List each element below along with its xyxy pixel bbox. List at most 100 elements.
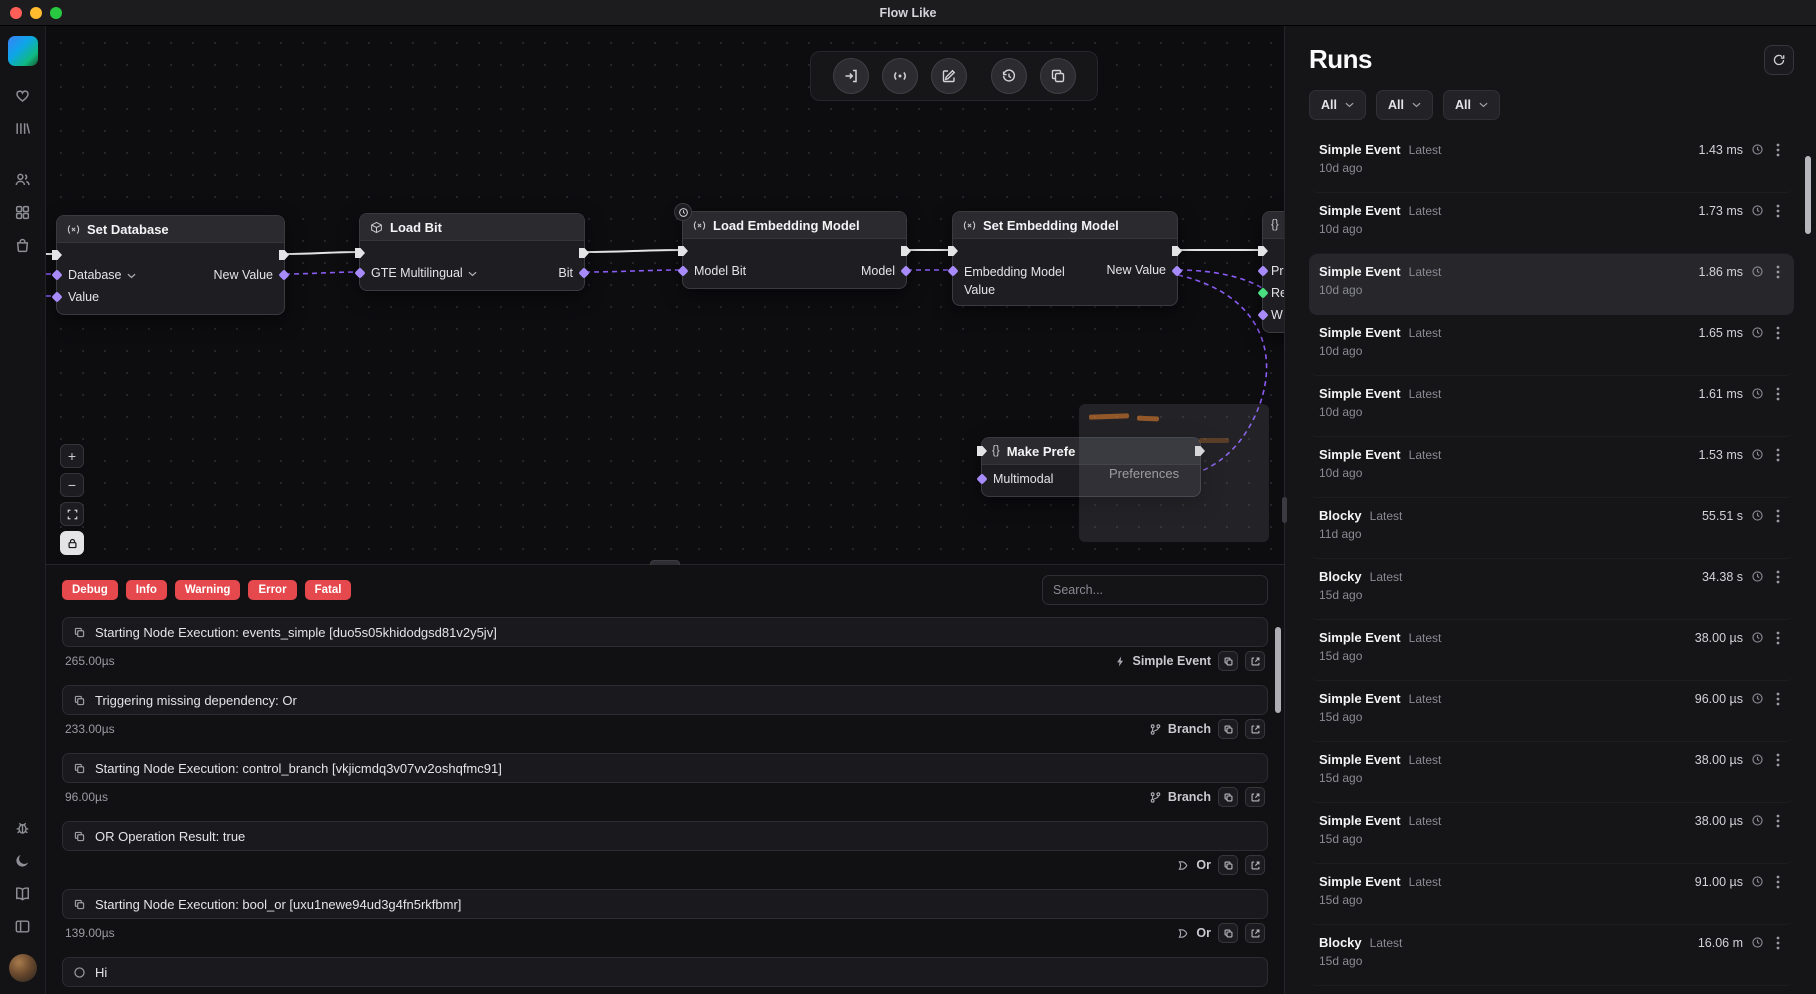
run-item[interactable]: Simple Event Latest 91.00 µs 15d ago xyxy=(1309,864,1794,925)
debug-button[interactable] xyxy=(8,814,38,841)
log-node-tag[interactable]: Branch xyxy=(1149,722,1211,736)
embedding-model-input-pin[interactable] xyxy=(947,265,958,276)
toolbar-layers-button[interactable] xyxy=(1040,58,1076,94)
run-menu-button[interactable] xyxy=(1772,204,1784,218)
bit-select-pin[interactable] xyxy=(354,267,365,278)
lock-canvas-button[interactable] xyxy=(60,531,84,555)
run-menu-button[interactable] xyxy=(1772,448,1784,462)
node-set-database[interactable]: Set Database Database New Value xyxy=(56,215,285,315)
log-node-tag[interactable]: Or xyxy=(1177,926,1211,940)
toolbar-broadcast-button[interactable] xyxy=(882,58,918,94)
bit-output-pin[interactable] xyxy=(578,267,589,278)
exec-in-pin[interactable] xyxy=(678,246,688,256)
toolbar-login-button[interactable] xyxy=(833,58,869,94)
run-item[interactable]: Blocky Latest 55.51 s 11d ago xyxy=(1309,498,1794,559)
run-menu-button[interactable] xyxy=(1772,936,1784,950)
goto-node-button[interactable] xyxy=(1245,855,1265,875)
exec-out-pin[interactable] xyxy=(579,248,589,258)
favorites-button[interactable] xyxy=(8,82,38,109)
run-item-selected[interactable]: Simple Event Latest 1.86 ms 10d ago xyxy=(1309,254,1794,315)
run-item[interactable]: Simple Event Latest 38.00 µs 15d ago xyxy=(1309,742,1794,803)
input-pin[interactable] xyxy=(1257,265,1268,276)
user-avatar[interactable] xyxy=(9,954,37,982)
exec-out-pin[interactable] xyxy=(279,250,289,260)
pin-label[interactable]: Database xyxy=(68,268,136,282)
log-message-row[interactable]: Triggering missing dependency: Or xyxy=(62,685,1268,715)
copy-log-button[interactable] xyxy=(1218,651,1238,671)
goto-node-button[interactable] xyxy=(1245,651,1265,671)
run-item[interactable]: Simple Event Latest 1.43 ms 10d ago xyxy=(1309,132,1794,193)
library-button[interactable] xyxy=(8,115,38,142)
flow-canvas[interactable]: Set Database Database New Value xyxy=(46,26,1284,564)
run-menu-button[interactable] xyxy=(1772,326,1784,340)
fit-view-button[interactable] xyxy=(60,502,84,526)
exec-in-pin[interactable] xyxy=(52,250,62,260)
model-bit-input-pin[interactable] xyxy=(677,265,688,276)
exec-out-pin[interactable] xyxy=(1172,246,1182,256)
log-node-tag[interactable]: Simple Event xyxy=(1114,654,1212,668)
zoom-out-button[interactable]: − xyxy=(60,473,84,497)
refresh-runs-button[interactable] xyxy=(1764,45,1794,75)
close-window-button[interactable] xyxy=(10,7,22,19)
run-item[interactable]: Simple Event Latest 38.00 µs 15d ago xyxy=(1309,803,1794,864)
teams-button[interactable] xyxy=(8,166,38,193)
node-clipped-right[interactable]: {} Pr Re xyxy=(1262,211,1284,333)
copy-log-button[interactable] xyxy=(1218,923,1238,943)
input-pin-green[interactable] xyxy=(1257,287,1268,298)
zoom-window-button[interactable] xyxy=(50,7,62,19)
filter-chip-debug[interactable]: Debug xyxy=(62,580,118,600)
run-menu-button[interactable] xyxy=(1772,509,1784,523)
filter-chip-fatal[interactable]: Fatal xyxy=(305,580,352,600)
theme-toggle-button[interactable] xyxy=(8,847,38,874)
exec-out-pin[interactable] xyxy=(901,246,911,256)
log-message-row[interactable]: OR Operation Result: true xyxy=(62,821,1268,851)
exec-in-pin[interactable] xyxy=(1258,246,1268,256)
new-value-output-pin[interactable] xyxy=(278,269,289,280)
log-node-tag[interactable]: Branch xyxy=(1149,790,1211,804)
log-node-tag[interactable]: Or xyxy=(1177,858,1211,872)
store-button[interactable] xyxy=(8,232,38,259)
run-menu-button[interactable] xyxy=(1772,265,1784,279)
node-set-embedding-model[interactable]: Set Embedding Model Embedding Model Valu… xyxy=(952,211,1178,306)
run-item[interactable]: Blocky Latest 34.38 s 15d ago xyxy=(1309,559,1794,620)
goto-node-button[interactable] xyxy=(1245,923,1265,943)
runs-scrollbar[interactable] xyxy=(1805,156,1811,234)
run-menu-button[interactable] xyxy=(1772,387,1784,401)
log-message-row[interactable]: Hi xyxy=(62,957,1268,987)
database-input-pin[interactable] xyxy=(51,269,62,280)
docs-button[interactable] xyxy=(8,880,38,907)
multimodal-input-pin[interactable] xyxy=(976,473,987,484)
panel-resize-grip[interactable] xyxy=(1282,497,1287,523)
node-load-embedding-model[interactable]: Load Embedding Model Model Bit Model xyxy=(682,211,907,289)
copy-log-button[interactable] xyxy=(1218,855,1238,875)
run-menu-button[interactable] xyxy=(1772,753,1784,767)
copy-log-button[interactable] xyxy=(1218,719,1238,739)
run-item[interactable]: Simple Event Latest 1.61 ms 10d ago xyxy=(1309,376,1794,437)
exec-in-pin[interactable] xyxy=(982,446,987,456)
log-message-row[interactable]: Starting Node Execution: events_simple [… xyxy=(62,617,1268,647)
node-load-bit[interactable]: Load Bit GTE Multilingual Bit xyxy=(359,213,585,291)
run-item[interactable]: Simple Event Latest 1.73 ms 10d ago xyxy=(1309,193,1794,254)
goto-node-button[interactable] xyxy=(1245,719,1265,739)
new-value-output-pin[interactable] xyxy=(1171,265,1182,276)
goto-node-button[interactable] xyxy=(1245,787,1265,807)
apps-button[interactable] xyxy=(8,199,38,226)
run-item[interactable]: Simple Event Latest 1.53 ms 10d ago xyxy=(1309,437,1794,498)
run-menu-button[interactable] xyxy=(1772,143,1784,157)
log-scrollbar[interactable] xyxy=(1275,627,1281,713)
log-search-input[interactable] xyxy=(1042,575,1268,605)
run-menu-button[interactable] xyxy=(1772,631,1784,645)
exec-in-pin[interactable] xyxy=(355,248,365,258)
input-pin[interactable] xyxy=(1257,309,1268,320)
zoom-in-button[interactable]: + xyxy=(60,444,84,468)
copy-log-button[interactable] xyxy=(1218,787,1238,807)
app-logo[interactable] xyxy=(8,36,38,66)
minimize-window-button[interactable] xyxy=(30,7,42,19)
run-menu-button[interactable] xyxy=(1772,692,1784,706)
run-item[interactable]: Simple Event Latest 38.00 µs 15d ago xyxy=(1309,620,1794,681)
toggle-sidebar-button[interactable] xyxy=(8,913,38,940)
value-input-pin[interactable] xyxy=(51,291,62,302)
run-menu-button[interactable] xyxy=(1772,814,1784,828)
filter-chip-error[interactable]: Error xyxy=(248,580,296,600)
exec-in-pin[interactable] xyxy=(948,246,958,256)
